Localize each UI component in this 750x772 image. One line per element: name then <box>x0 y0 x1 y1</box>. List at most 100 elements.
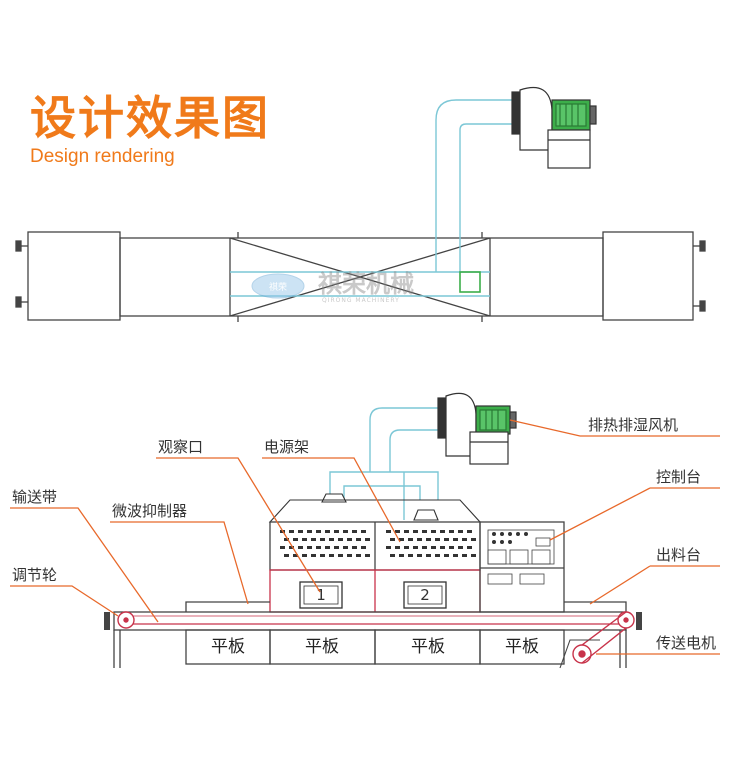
vent-slot <box>426 554 431 557</box>
label-drive-motor: 传送电机 <box>656 634 716 652</box>
panel-label-1: 平板 <box>211 637 245 657</box>
vent-slot <box>356 538 361 541</box>
vent-slot <box>471 554 476 557</box>
top-view <box>15 231 706 322</box>
label-observation-port: 观察口 <box>158 438 203 456</box>
vent-slot <box>320 554 325 557</box>
vent-slot <box>458 546 463 549</box>
vent-slot <box>440 530 445 533</box>
leader-lines <box>10 419 720 655</box>
adjust-wheel-knob <box>104 612 110 630</box>
vent-slot <box>422 546 427 549</box>
vent-slot <box>347 538 352 541</box>
label-exhaust-fan: 排热排湿风机 <box>588 416 678 434</box>
vent-slot <box>293 538 298 541</box>
vent-slot <box>426 538 431 541</box>
vent-slot <box>390 538 395 541</box>
vent-slot <box>440 546 445 549</box>
vent-slot <box>320 538 325 541</box>
vent-slot <box>404 530 409 533</box>
top-exhaust-fan <box>511 86 597 169</box>
vent-slot <box>343 530 348 533</box>
label-outfeed-table: 出料台 <box>656 546 701 564</box>
vent-slot <box>334 530 339 533</box>
vent-slot <box>422 530 427 533</box>
top-exhaust-duct <box>230 99 520 297</box>
vent-slot <box>431 530 436 533</box>
vent-slot <box>386 530 391 533</box>
vent-slot <box>347 554 352 557</box>
vent-slot <box>307 546 312 549</box>
vent-slot <box>361 530 366 533</box>
vent-slot <box>311 538 316 541</box>
conveyor-frame <box>113 601 627 668</box>
vent-slot <box>462 554 467 557</box>
vent-slot <box>462 538 467 541</box>
cavity-number-2: 2 <box>420 586 430 604</box>
outfeed-end-box <box>602 231 694 321</box>
cavity-number-1: 1 <box>316 586 326 604</box>
control-cabinet <box>479 521 565 613</box>
label-conveyor-belt: 输送带 <box>12 488 57 506</box>
vent-slot <box>338 538 343 541</box>
vent-slot <box>413 530 418 533</box>
vent-slot <box>311 554 316 557</box>
cavity-doors <box>299 581 447 609</box>
vent-slot <box>386 546 391 549</box>
vent-slot <box>329 554 334 557</box>
infeed-end-box <box>27 231 121 321</box>
vent-slot <box>399 554 404 557</box>
vent-slot <box>435 538 440 541</box>
vent-slot <box>449 546 454 549</box>
vent-slot <box>361 546 366 549</box>
vent-slot <box>444 554 449 557</box>
vent-slot <box>413 546 418 549</box>
vent-slot <box>417 554 422 557</box>
vent-slot <box>471 538 476 541</box>
vent-slot <box>395 546 400 549</box>
vent-slot <box>467 530 472 533</box>
vent-slot <box>298 530 303 533</box>
top-body <box>119 237 604 317</box>
vent-slot <box>289 546 294 549</box>
panel-label-2: 平板 <box>305 637 339 657</box>
end-rollers <box>117 611 635 629</box>
title-english: Design rendering <box>30 146 175 167</box>
vent-slot <box>316 546 321 549</box>
vent-slot <box>289 530 294 533</box>
vent-slot <box>453 554 458 557</box>
vent-slot <box>352 546 357 549</box>
vent-slot <box>325 530 330 533</box>
vent-slot <box>458 530 463 533</box>
label-control-panel: 控制台 <box>656 468 701 486</box>
vent-slot <box>435 554 440 557</box>
roof-vents <box>268 493 482 523</box>
label-microwave-suppressor: 微波抑制器 <box>112 502 187 520</box>
vent-slot <box>431 546 436 549</box>
vent-slot <box>417 538 422 541</box>
vent-slot <box>302 554 307 557</box>
watermark-badge: 祺荣 <box>269 281 287 293</box>
control-buttons <box>492 532 528 544</box>
vent-slot <box>449 530 454 533</box>
vent-slot <box>390 554 395 557</box>
label-adjust-wheel: 调节轮 <box>12 566 57 584</box>
front-exhaust-fan <box>437 392 517 465</box>
vent-grilles <box>280 530 476 557</box>
title-chinese: 设计效果图 <box>30 91 270 145</box>
vent-slot <box>284 554 289 557</box>
vent-slot <box>334 546 339 549</box>
vent-slot <box>408 538 413 541</box>
panel-label-3: 平板 <box>411 637 445 657</box>
vent-slot <box>365 554 370 557</box>
vent-slot <box>298 546 303 549</box>
vent-slot <box>356 554 361 557</box>
panel-label-4: 平板 <box>505 637 539 657</box>
watermark: 祺荣 祺荣机械 QIRONG MACHINERY <box>251 270 414 304</box>
vent-slot <box>302 538 307 541</box>
front-exhaust-duct <box>329 407 444 520</box>
vent-slot <box>307 530 312 533</box>
vent-slot <box>467 546 472 549</box>
watermark-cn: 祺荣机械 <box>318 270 414 298</box>
vent-slot <box>343 546 348 549</box>
